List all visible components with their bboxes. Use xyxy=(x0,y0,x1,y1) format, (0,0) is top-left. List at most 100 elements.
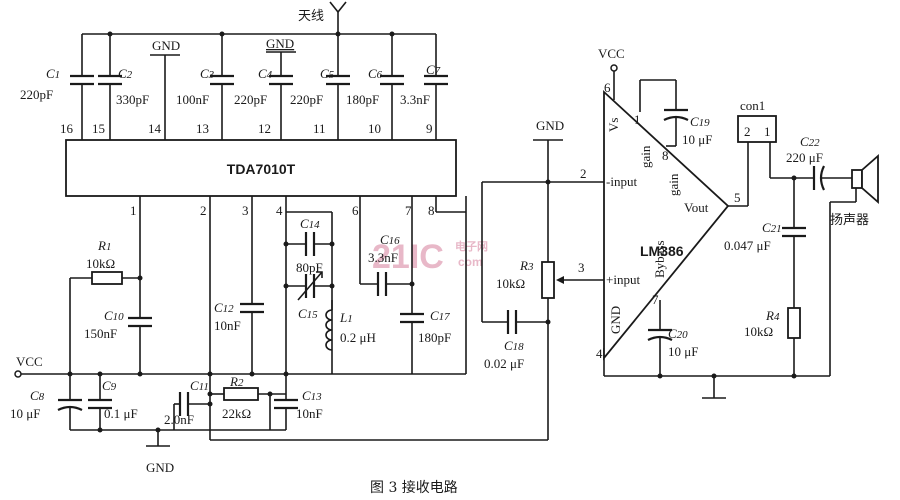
con1-labels: con1 2 1 xyxy=(740,98,771,139)
svg-text:C7: C7 xyxy=(426,62,441,77)
svg-text:10 μF: 10 μF xyxy=(10,406,40,421)
svg-text:3: 3 xyxy=(242,203,249,218)
svg-text:3: 3 xyxy=(578,260,585,275)
component-labels: C1 220pF C2 330pF C3 100nF C4 220pF C5 2… xyxy=(10,62,823,427)
svg-text:6: 6 xyxy=(604,80,611,95)
svg-text:8: 8 xyxy=(662,148,669,163)
lm386-ic xyxy=(603,89,730,361)
svg-text:+input: +input xyxy=(606,272,640,287)
svg-text:10nF: 10nF xyxy=(296,406,323,421)
svg-text:C17: C17 xyxy=(430,308,450,323)
svg-text:Bybass: Bybass xyxy=(652,240,667,278)
figure-caption: 图 3 接收电路 xyxy=(370,479,458,496)
svg-text:16: 16 xyxy=(60,121,74,136)
svg-text:22kΩ: 22kΩ xyxy=(222,406,251,421)
svg-text:6: 6 xyxy=(352,203,359,218)
svg-text:220pF: 220pF xyxy=(234,92,267,107)
svg-text:C8: C8 xyxy=(30,388,45,403)
svg-text:12: 12 xyxy=(258,121,271,136)
svg-text:100nF: 100nF xyxy=(176,92,209,107)
svg-text:4: 4 xyxy=(596,346,603,361)
svg-text:gain: gain xyxy=(666,173,681,196)
svg-text:Vs: Vs xyxy=(606,118,621,132)
svg-text:2: 2 xyxy=(580,166,587,181)
svg-text:C18: C18 xyxy=(504,338,524,353)
svg-text:GND: GND xyxy=(608,306,623,334)
svg-text:2: 2 xyxy=(200,203,207,218)
svg-text:11: 11 xyxy=(313,121,326,136)
svg-text:4: 4 xyxy=(276,203,283,218)
svg-text:13: 13 xyxy=(196,121,209,136)
lm386-internal-labels: Vs gain gain -input +input Bybass GND Vo… xyxy=(606,118,709,334)
svg-text:C9: C9 xyxy=(102,378,117,393)
svg-text:220pF: 220pF xyxy=(20,87,53,102)
watermark-url: com xyxy=(458,255,483,269)
watermark: 21IC 电子网 com xyxy=(372,238,488,276)
svg-text:C14: C14 xyxy=(300,216,320,231)
svg-text:天线: 天线 xyxy=(298,8,324,23)
svg-text:R2: R2 xyxy=(229,374,244,389)
svg-text:R4: R4 xyxy=(765,308,780,323)
svg-text:7: 7 xyxy=(405,203,412,218)
tda7010t-bottom-pin-numbers: 1 2 3 4 6 7 8 xyxy=(130,203,435,218)
svg-text:C21: C21 xyxy=(762,220,782,235)
svg-text:-input: -input xyxy=(606,174,637,189)
svg-text:GND: GND xyxy=(152,38,180,53)
svg-text:220pF: 220pF xyxy=(290,92,323,107)
tda7010t-top-wiring xyxy=(70,1,448,140)
svg-text:1: 1 xyxy=(764,124,771,139)
svg-text:0.1 μF: 0.1 μF xyxy=(104,406,138,421)
svg-text:C1: C1 xyxy=(46,66,60,81)
svg-text:R1: R1 xyxy=(97,238,111,253)
svg-text:10kΩ: 10kΩ xyxy=(496,276,525,291)
svg-text:C10: C10 xyxy=(104,308,124,323)
tda7010t-ic xyxy=(65,139,457,197)
svg-text:3.3nF: 3.3nF xyxy=(400,92,430,107)
svg-text:0.2 μH: 0.2 μH xyxy=(340,330,376,345)
svg-text:GND: GND xyxy=(536,118,564,133)
svg-text:con1: con1 xyxy=(740,98,765,113)
svg-text:C5: C5 xyxy=(320,66,335,81)
tda7010t-bottom-wiring xyxy=(14,196,549,447)
svg-text:C19: C19 xyxy=(690,114,710,129)
svg-text:C13: C13 xyxy=(302,388,322,403)
svg-text:C22: C22 xyxy=(800,134,820,149)
svg-text:7: 7 xyxy=(652,292,659,307)
svg-text:2.0nF: 2.0nF xyxy=(164,412,194,427)
svg-text:GND: GND xyxy=(266,36,294,51)
svg-text:10: 10 xyxy=(368,121,381,136)
watermark-sub: 电子网 xyxy=(455,239,488,253)
svg-text:扬声器: 扬声器 xyxy=(830,212,869,227)
svg-text:10 μF: 10 μF xyxy=(682,132,712,147)
svg-text:C11: C11 xyxy=(190,378,209,393)
svg-text:C16: C16 xyxy=(380,232,400,247)
watermark-brand: 21IC xyxy=(372,238,444,276)
svg-text:1: 1 xyxy=(130,203,137,218)
svg-text:15: 15 xyxy=(92,121,105,136)
svg-text:8: 8 xyxy=(428,203,435,218)
tda7010t-label: TDA7010T xyxy=(227,161,296,177)
svg-text:10 μF: 10 μF xyxy=(668,344,698,359)
svg-text:R3: R3 xyxy=(519,258,534,273)
svg-text:C12: C12 xyxy=(214,300,234,315)
power-labels: VCC VCC GND GND GND GND 天线 扬声器 xyxy=(16,8,869,475)
svg-text:C20: C20 xyxy=(668,326,688,341)
svg-text:3.3nF: 3.3nF xyxy=(368,250,398,265)
svg-text:GND: GND xyxy=(146,460,174,475)
svg-text:C15: C15 xyxy=(298,306,318,321)
svg-text:10kΩ: 10kΩ xyxy=(744,324,773,339)
svg-text:C3: C3 xyxy=(200,66,215,81)
lm386-label: LM386 xyxy=(640,243,684,259)
svg-text:180pF: 180pF xyxy=(418,330,451,345)
svg-text:VCC: VCC xyxy=(16,354,43,369)
svg-text:VCC: VCC xyxy=(598,46,625,61)
svg-text:220 μF: 220 μF xyxy=(786,150,823,165)
svg-text:L1: L1 xyxy=(339,310,353,325)
svg-text:gain: gain xyxy=(638,145,653,168)
svg-text:150nF: 150nF xyxy=(84,326,117,341)
svg-text:180pF: 180pF xyxy=(346,92,379,107)
svg-text:1: 1 xyxy=(634,112,641,127)
svg-text:9: 9 xyxy=(426,121,433,136)
svg-text:Vout: Vout xyxy=(684,200,709,215)
